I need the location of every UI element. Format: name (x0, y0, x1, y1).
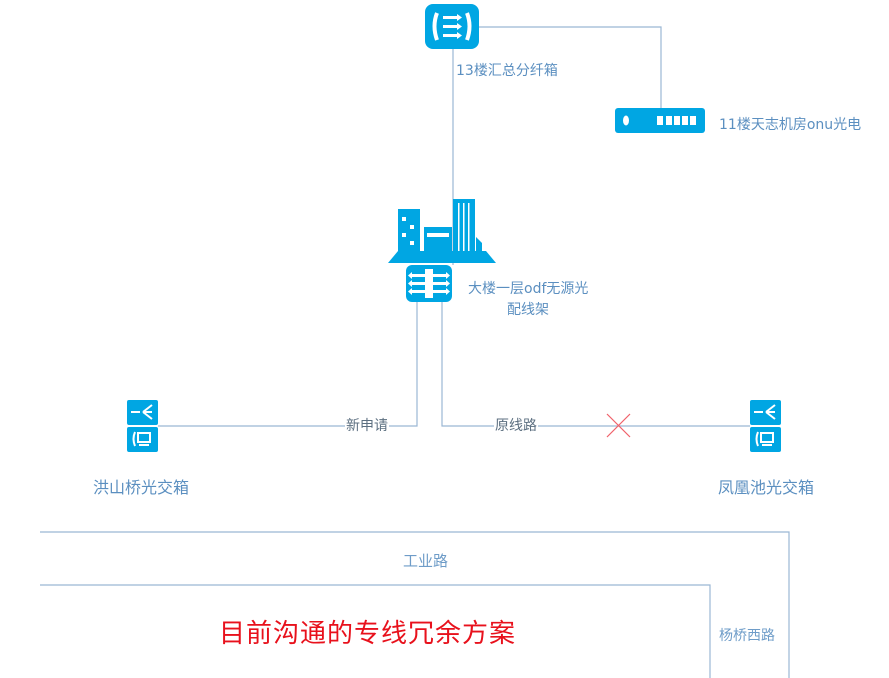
diagram-title: 目前沟通的专线冗余方案 (219, 619, 517, 649)
right-cabinet-icon[interactable] (750, 400, 781, 452)
left-cabinet-icon[interactable] (127, 400, 158, 452)
broken-link-cross-icon (606, 413, 631, 438)
line-box-to-onu (479, 26, 662, 108)
odf-frame-icon[interactable] (406, 265, 452, 302)
new-line-label: 新申请 (345, 418, 389, 434)
road-yangqiao-label: 杨桥西路 (719, 628, 775, 644)
line-new-application (158, 302, 418, 427)
right-cabinet-label: 凤凰池光交箱 (718, 478, 815, 497)
road-gongye-outer (40, 531, 790, 678)
line-original (441, 302, 750, 427)
original-line-label: 原线路 (494, 418, 538, 434)
onu-device-icon[interactable] (615, 108, 705, 133)
fiber-distribution-box-icon[interactable] (425, 4, 479, 49)
onu-label: 11楼天志机房onu光电 (719, 117, 862, 133)
odf-label-line1: 大楼一层odf无源光 (468, 281, 589, 297)
building-icon (388, 197, 496, 265)
odf-label-line2: 配线架 (507, 302, 549, 318)
road-gongye-inner (40, 584, 711, 678)
left-cabinet-label: 洪山桥光交箱 (93, 478, 190, 497)
distribution-box-label: 13楼汇总分纤箱 (456, 63, 558, 79)
road-gongye-label: 工业路 (403, 552, 449, 570)
